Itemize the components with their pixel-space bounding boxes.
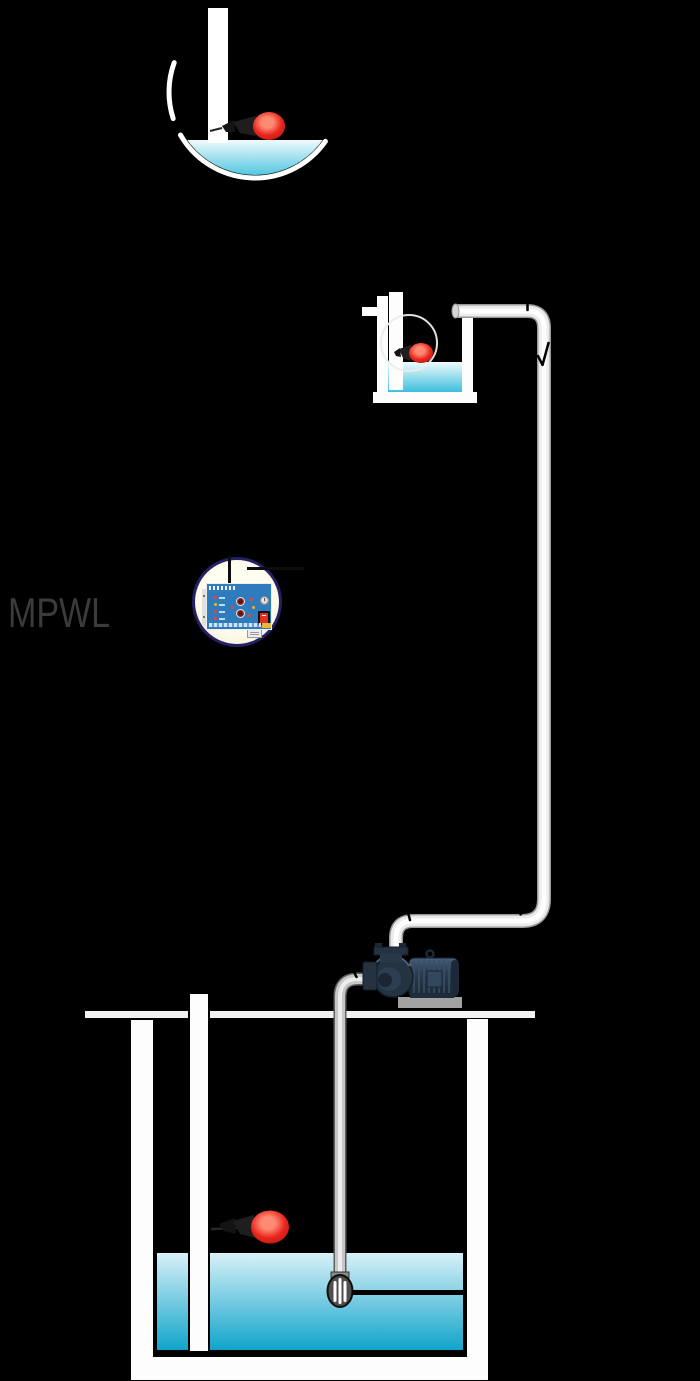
control-panel [206, 583, 272, 630]
zoom-target-ring [380, 314, 438, 372]
panel-led [214, 603, 217, 606]
panel-led [248, 614, 251, 617]
panel-led-label [219, 617, 225, 620]
panel-led [250, 598, 253, 601]
panel-led-label [219, 596, 225, 599]
lower-tank-right-wall [467, 1019, 488, 1380]
panel-led [214, 596, 217, 599]
pump-motor [408, 949, 459, 998]
magnified-water [172, 140, 338, 175]
panel-knob[interactable] [236, 597, 245, 606]
panel-bottom-text [209, 623, 261, 627]
magnifier-circle [166, 8, 338, 181]
pump [362, 943, 462, 1008]
suction-pipe [326, 967, 463, 1308]
upper-tank-right-wall [462, 310, 473, 392]
pump-volute [372, 954, 414, 998]
magnifier-rim-left-arc [166, 60, 177, 122]
overflow-stub [362, 307, 377, 316]
panel-knob[interactable] [236, 609, 245, 618]
panel-led-label [219, 603, 225, 606]
panel-mount-bracket [202, 589, 207, 626]
brand-logo [262, 623, 271, 628]
pipe-joint-marks [406, 300, 550, 922]
ground-slab [85, 1011, 535, 1018]
magnifier-rim-bottom-arc [178, 132, 328, 181]
upper-float-switch-icon [394, 343, 433, 363]
upper-tank-bottom [373, 392, 477, 403]
pump-base [398, 997, 462, 1008]
upper-tank-mount-pipe [389, 292, 403, 390]
foot-valve-strainer-icon [326, 1271, 354, 1308]
lower-tank [85, 992, 535, 1380]
lower-float-switch-icon [210, 1210, 289, 1244]
panel-led [252, 606, 255, 609]
lower-tank-bottom [131, 1357, 488, 1380]
pump-power-wire [247, 567, 304, 570]
mpwl-label: MPWL [8, 589, 111, 636]
panel-led [214, 610, 217, 613]
panel-led [231, 606, 234, 609]
pipe-outlet [451, 303, 460, 319]
water-level-marker-line [352, 1290, 463, 1295]
magnified-mount-pipe [208, 8, 228, 143]
lower-tank-left-wall [131, 1020, 153, 1380]
pump-discharge-flange [373, 943, 409, 963]
panel-led-label [219, 610, 225, 613]
lower-tank-mount-pipe [188, 992, 210, 1353]
pump-suction-flange [362, 961, 378, 991]
panel-dial[interactable] [260, 596, 269, 605]
power-switch[interactable] [258, 611, 270, 625]
panel-led [214, 617, 217, 620]
upper-tank [362, 292, 477, 403]
panel-terminal-block [247, 629, 262, 638]
panel-model-text [209, 586, 237, 590]
magnified-float-switch-icon [209, 112, 285, 140]
upper-tank-left-wall [377, 296, 388, 392]
discharge-pipe [389, 300, 551, 951]
float-switch-wire [228, 556, 231, 586]
